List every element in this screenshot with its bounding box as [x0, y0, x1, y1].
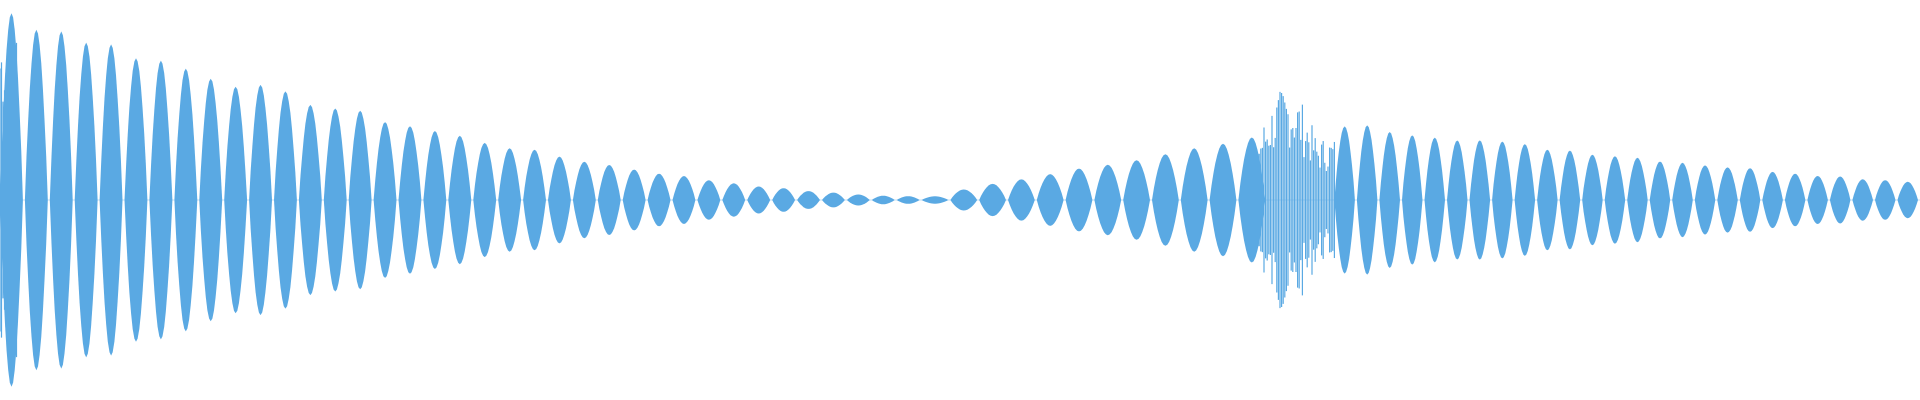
- waveform-lobe: [871, 195, 895, 205]
- waveform-lobe: [1402, 135, 1423, 265]
- waveform-lobe: [597, 165, 621, 235]
- waveform-lobe: [1537, 149, 1558, 251]
- waveform-lobe: [1334, 126, 1355, 274]
- waveform-lobe: [274, 91, 297, 309]
- waveform-lobe: [1829, 176, 1851, 224]
- waveform-lobe: [74, 42, 98, 358]
- waveform-lobe: [979, 183, 1006, 217]
- waveform-lobe: [1604, 156, 1626, 244]
- waveform-lobe: [1123, 160, 1150, 240]
- waveform-lobe: [697, 180, 721, 220]
- waveform-lobe: [1627, 157, 1648, 243]
- waveform-lobe: [1492, 141, 1513, 259]
- waveform-lobe: [99, 44, 123, 356]
- waveform-lobe: [174, 68, 198, 332]
- waveform-lobe: [1807, 176, 1828, 224]
- waveform-lobe: [348, 110, 372, 290]
- waveform-lobe: [772, 188, 796, 212]
- waveform-lobe: [1784, 173, 1806, 227]
- waveform-lobe: [921, 196, 949, 204]
- waveform-lobe: [124, 58, 148, 342]
- waveform-lobe: [622, 169, 646, 231]
- waveform-lobe: [1379, 132, 1400, 268]
- waveform-lobe: [473, 142, 497, 258]
- waveform-lobe: [1469, 140, 1491, 260]
- waveform-lobe: [1036, 174, 1064, 226]
- waveform-lobe: [1152, 154, 1179, 246]
- waveform-lobe: [950, 189, 978, 211]
- waveform-lobe: [149, 60, 173, 340]
- waveform-lobe: [323, 108, 347, 292]
- waveform-lobe: [1209, 143, 1237, 257]
- waveform-lobe: [249, 84, 272, 316]
- waveform-lobe: [1762, 171, 1783, 229]
- waveform-lobe: [572, 161, 596, 239]
- waveform-lobe: [298, 104, 322, 296]
- waveform-lobe: [199, 78, 223, 322]
- waveform-lobe: [647, 173, 671, 227]
- waveform-lobe: [846, 194, 870, 206]
- waveform-lobe: [1447, 140, 1468, 260]
- waveform-lobe: [722, 183, 746, 217]
- waveform-lobe: [523, 149, 546, 251]
- waveform-lobe: [1008, 179, 1035, 221]
- waveform-lobe: [822, 192, 845, 208]
- waveform-lobe: [1694, 165, 1716, 235]
- waveform-lobe: [0, 13, 23, 387]
- waveform-lobe: [1356, 125, 1378, 275]
- waveform-lobe: [49, 31, 73, 369]
- waveform-lobe: [373, 122, 397, 278]
- waveform-lobe: [1582, 154, 1603, 246]
- waveform-lobe: [797, 191, 820, 209]
- waveform-lobe: [1897, 181, 1918, 219]
- waveform-lobe: [1649, 161, 1671, 239]
- waveform-lobe: [1065, 168, 1093, 232]
- waveform-lobe: [423, 131, 447, 269]
- waveform-lobe: [1180, 148, 1208, 252]
- waveform-lobe: [1875, 180, 1896, 220]
- waveform-lobe: [1852, 179, 1873, 221]
- waveform-lobe: [1424, 137, 1445, 263]
- waveform-lobe: [1094, 164, 1122, 236]
- waveform-lobe: [672, 176, 696, 224]
- waveform-lobe: [1514, 144, 1536, 256]
- waveform-lobe: [548, 156, 571, 244]
- waveform-lobe: [1672, 162, 1693, 238]
- waveform-lobe: [1739, 168, 1761, 232]
- waveform-lobe: [1717, 167, 1738, 233]
- waveform-lobe: [896, 196, 920, 204]
- waveform-lobe: [224, 86, 248, 314]
- waveform-lobe: [24, 29, 48, 371]
- waveform-lobe: [1238, 137, 1266, 263]
- waveform-lobe: [1559, 150, 1581, 250]
- waveform-lobe: [448, 135, 472, 265]
- waveform-trace: [0, 13, 1918, 387]
- waveform-lobe: [498, 148, 522, 252]
- waveform-lobe: [398, 126, 422, 274]
- waveform-lobe: [747, 186, 771, 214]
